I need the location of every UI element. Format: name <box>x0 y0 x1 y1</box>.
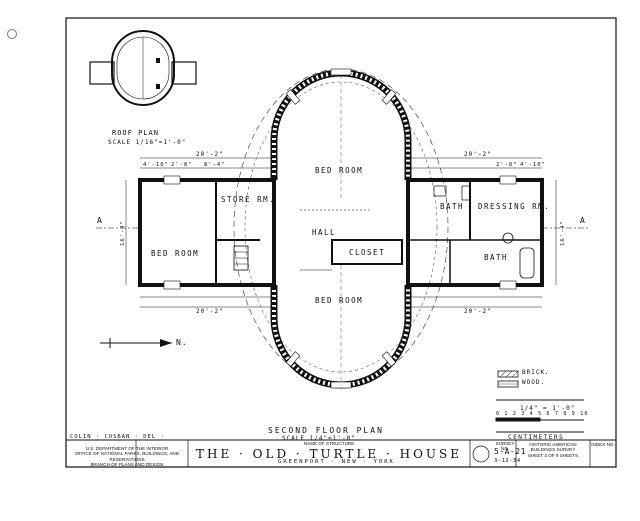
legend-swatches <box>497 370 519 388</box>
legend-wood: WOOD. <box>522 379 546 386</box>
dim-left-height: 16'-4" <box>119 220 126 246</box>
legend-centimeters: CENTIMETERS <box>508 434 565 441</box>
legend-brick: BRICK. <box>522 369 550 376</box>
construction-ellipse-outer <box>233 68 449 386</box>
legend-scale-primary: 1/4" = 1'-0" <box>520 405 576 412</box>
room-label-bath-lower: BATH <box>484 253 509 262</box>
floor-plan-title: SECOND FLOOR PLAN <box>268 426 384 435</box>
graphic-scale-bars <box>495 399 584 433</box>
structure-location: GREENPORT · NEW · YORK <box>278 459 395 465</box>
dim-top-right-total: 20'-2" <box>464 151 492 158</box>
sheet-number: SHEET 3 OF 9 SHEETS <box>527 452 579 458</box>
dim-top-left-total: 20'-2" <box>196 151 224 158</box>
north-label: N. <box>176 338 188 347</box>
dim-right-a: 2'-8" <box>496 162 518 168</box>
name-caption: NAME OF STRUCTURE <box>303 441 355 446</box>
binder-hole-icon <box>7 29 17 39</box>
dimension-lines <box>96 157 588 308</box>
sheet-border <box>65 17 617 468</box>
room-label-dressing-room: DRESSING RM. <box>478 202 551 211</box>
roof-plan-title: ROOF PLAN <box>112 129 159 137</box>
dim-left-a: 4'-10" <box>143 162 169 168</box>
index-caption: INDEX NO. <box>591 442 615 447</box>
construction-ellipse-inner <box>244 81 438 373</box>
central-oval-walls <box>270 68 412 389</box>
agency-block: U.S. DEPARTMENT OF THE INTERIOR OFFICE O… <box>66 446 188 468</box>
dim-bottom-left-total: 20'-2" <box>196 308 224 315</box>
room-label-bed-room-west: BED ROOM <box>151 249 200 258</box>
room-label-store-room: STORE RM. <box>221 195 276 204</box>
dim-right-b: 4'-10" <box>520 162 546 168</box>
title-block-lines <box>135 440 591 467</box>
east-wing-walls <box>406 175 544 290</box>
agency-line-1: U.S. DEPARTMENT OF THE INTERIOR <box>85 446 169 451</box>
legend-scale-numbers: 0 1 2 3 4 5 6 7 8 9 10 <box>496 411 589 417</box>
structure-name: THE · OLD · TURTLE · HOUSE <box>195 447 463 461</box>
dim-left-c: 8'-4" <box>204 162 226 168</box>
section-mark-left: A <box>97 216 103 225</box>
west-wing-walls <box>138 175 276 290</box>
section-mark-right: A <box>580 216 586 225</box>
floor-plan-scale: SCALE 1/4"=1'-0" <box>282 435 356 442</box>
room-label-bed-room-south: BED ROOM <box>315 296 364 305</box>
room-label-bath-upper: BATH <box>440 202 465 211</box>
survey-date: 3-12-34 <box>494 458 521 464</box>
room-label-hall: HALL <box>312 228 337 237</box>
north-arrow-icon <box>100 338 172 348</box>
agency-line-3: BRANCH OF PLANS AND DESIGN <box>90 462 164 468</box>
habs-line-1: HISTORIC AMERICAN <box>529 442 577 447</box>
survey-number: 5-A-21 <box>494 447 526 456</box>
dim-left-b: 2'-8" <box>171 162 193 168</box>
habs-line-2: BUILDINGS SURVEY <box>530 447 576 453</box>
dim-bottom-right-total: 20'-2" <box>464 308 492 315</box>
roof-plan-drawing <box>89 30 197 106</box>
survey-caption: SURVEY NO. <box>495 441 515 452</box>
dim-right-height: 16'-4" <box>559 220 566 246</box>
room-label-closet: CLOSET <box>349 248 386 257</box>
roof-plan-scale: SCALE 1/16"=1'-0" <box>108 139 187 146</box>
hall-core <box>300 75 403 385</box>
habs-block: HISTORIC AMERICAN BUILDINGS SURVEY SHEET… <box>518 442 588 458</box>
room-label-bed-room-north: BED ROOM <box>315 166 364 175</box>
delineator-credit: COLIN · COSBAN · DEL · <box>70 434 165 440</box>
agency-line-2: OFFICE OF NATIONAL PARKS, BUILDINGS, AND… <box>74 451 180 462</box>
